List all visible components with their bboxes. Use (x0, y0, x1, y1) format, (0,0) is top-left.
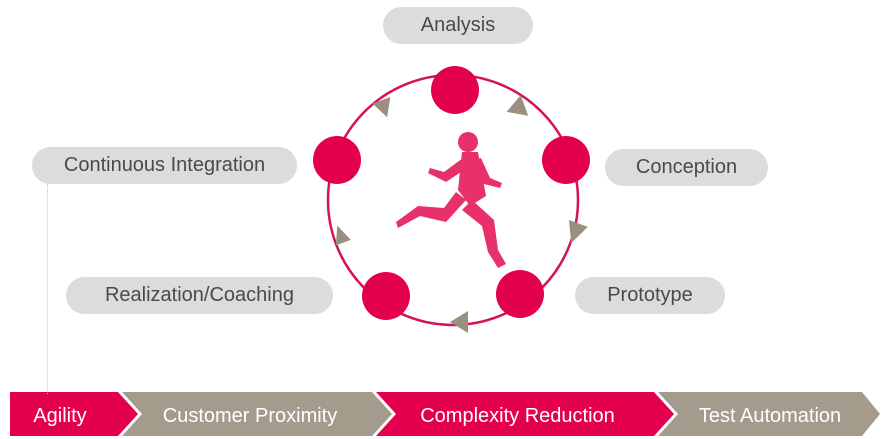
arrow-conception-prototype (568, 220, 588, 244)
node-realization (362, 272, 410, 320)
band-label-complexity-reduction: Complexity Reduction (420, 404, 615, 427)
connector-dotted-line (47, 184, 48, 394)
step-label-conception: Conception (605, 149, 768, 186)
chevron-test-automation (658, 392, 880, 436)
chevron-customer-proximity (122, 392, 392, 436)
arrow-realization-ci (335, 225, 351, 246)
node-prototype (496, 270, 544, 318)
step-label-continuous-integration: Continuous Integration (32, 147, 297, 184)
step-label-analysis: Analysis (383, 7, 533, 44)
cycle-nodes (313, 66, 590, 320)
step-label-prototype: Prototype (575, 277, 725, 314)
step-label-realization-coaching: Realization/Coaching (66, 277, 333, 314)
node-continuous-integration (313, 136, 361, 184)
arrow-prototype-realization (450, 311, 468, 333)
node-conception (542, 136, 590, 184)
band-label-customer-proximity: Customer Proximity (162, 404, 338, 427)
arrow-analysis-conception (506, 95, 529, 116)
chevron-band (10, 392, 880, 436)
node-analysis (431, 66, 479, 114)
chevron-agility (10, 392, 138, 436)
arrow-ci-analysis (372, 96, 391, 118)
running-person-icon (396, 132, 506, 268)
band-label-test-automation: Test Automation (698, 404, 842, 427)
band-label-agility: Agility (33, 404, 87, 427)
cycle-arrows (335, 95, 588, 333)
chevron-complexity-reduction (376, 392, 674, 436)
